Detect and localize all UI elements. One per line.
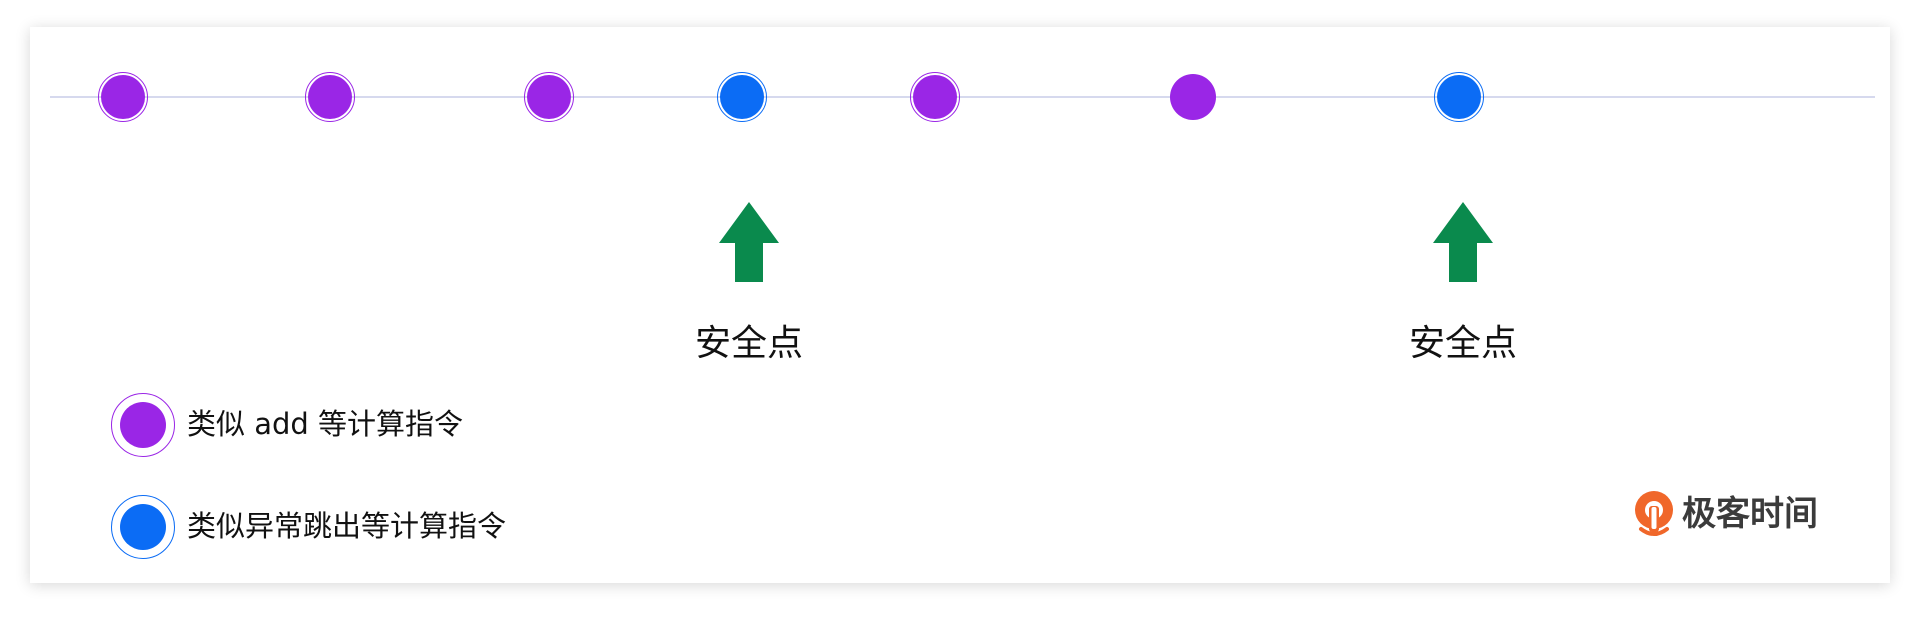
- safepoint-arrow-icon: [719, 202, 779, 282]
- node-dot: [1170, 74, 1216, 120]
- legend-dot: [120, 504, 166, 550]
- timeline-node-exception: [717, 72, 767, 122]
- node-dot: [308, 75, 352, 119]
- timeline-node-compute: [98, 72, 148, 122]
- timeline-node-exception: [1434, 72, 1484, 122]
- safepoint-label: 安全点: [694, 323, 803, 364]
- safepoint-arrow-icon: [1433, 202, 1493, 282]
- timeline-node-compute: [524, 72, 574, 122]
- node-dot: [913, 75, 957, 119]
- legend-swatch-exception: [111, 495, 175, 559]
- timeline-line: [50, 96, 1875, 98]
- legend-label-compute: 类似 add 等计算指令: [187, 407, 464, 441]
- legend-dot: [120, 402, 166, 448]
- geektime-logo-icon: [1635, 491, 1673, 536]
- timeline-node-compute: [305, 72, 355, 122]
- diagram-canvas: 安全点 安全点 类似 add 等计算指令 类似异常跳出等计算指令: [30, 27, 1890, 583]
- safepoint-label: 安全点: [1408, 323, 1517, 364]
- node-dot: [720, 75, 764, 119]
- node-dot: [101, 75, 145, 119]
- brand-name: 极客时间: [1682, 494, 1818, 534]
- legend-swatch-compute: [111, 393, 175, 457]
- node-dot: [1437, 75, 1481, 119]
- timeline-node-compute: [1168, 72, 1218, 122]
- node-dot: [527, 75, 571, 119]
- timeline-node-compute: [910, 72, 960, 122]
- legend-label-exception: 类似异常跳出等计算指令: [187, 509, 507, 543]
